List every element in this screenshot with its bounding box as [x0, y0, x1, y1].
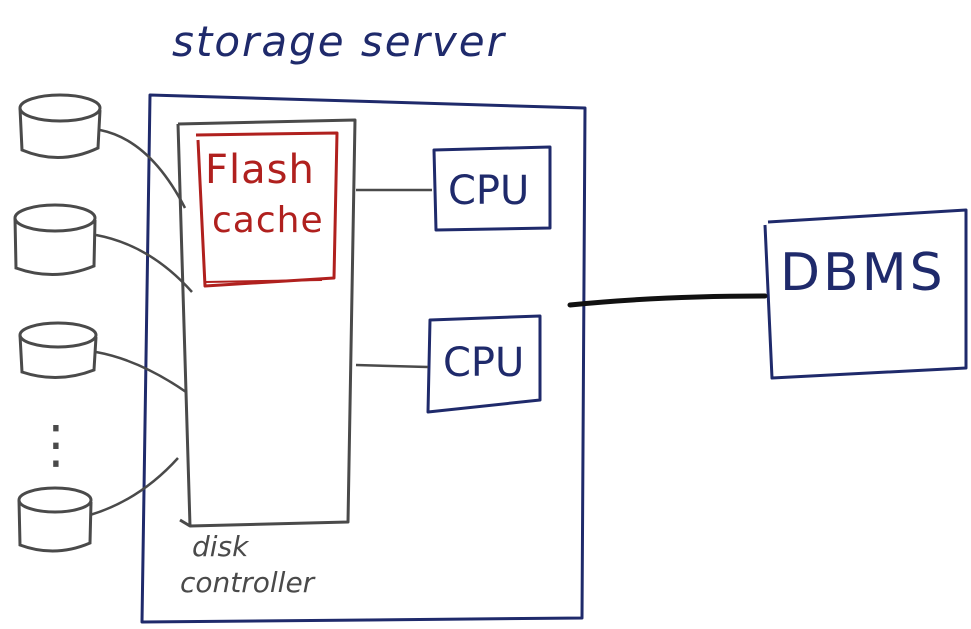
disk-controller-label-line1: disk [192, 530, 250, 563]
disk-link [95, 350, 187, 394]
cpu-bottom-box [426, 314, 542, 414]
controller-cpu-bottom-link [355, 363, 429, 369]
disk-controller-box [176, 118, 357, 528]
disk-link [89, 457, 179, 517]
disk-icon [18, 93, 102, 160]
dbms-box [763, 208, 968, 380]
flash-cache-box [195, 131, 339, 288]
cpu-top-box [432, 145, 552, 232]
dbms-label: DBMS [780, 243, 946, 303]
storage-server-box [140, 93, 587, 624]
disk-icon [17, 486, 93, 553]
diagram-title: storage server [172, 17, 507, 66]
disk-link [99, 128, 187, 209]
disk-controller-label-line2: controller [180, 566, 316, 599]
flash-cache-label-line1: Flash [205, 147, 315, 193]
cpu-bottom-label: CPU [443, 340, 524, 386]
server-dbms-link [567, 293, 768, 308]
disk-icon [18, 321, 98, 380]
flash-cache-label-line2: cache [212, 200, 324, 241]
more-disks-ellipsis: ⋮ [30, 415, 82, 475]
disk-icon [13, 203, 97, 276]
flash-cache-underline [204, 279, 323, 283]
disk-link [95, 233, 193, 293]
cpu-top-label: CPU [448, 168, 529, 214]
